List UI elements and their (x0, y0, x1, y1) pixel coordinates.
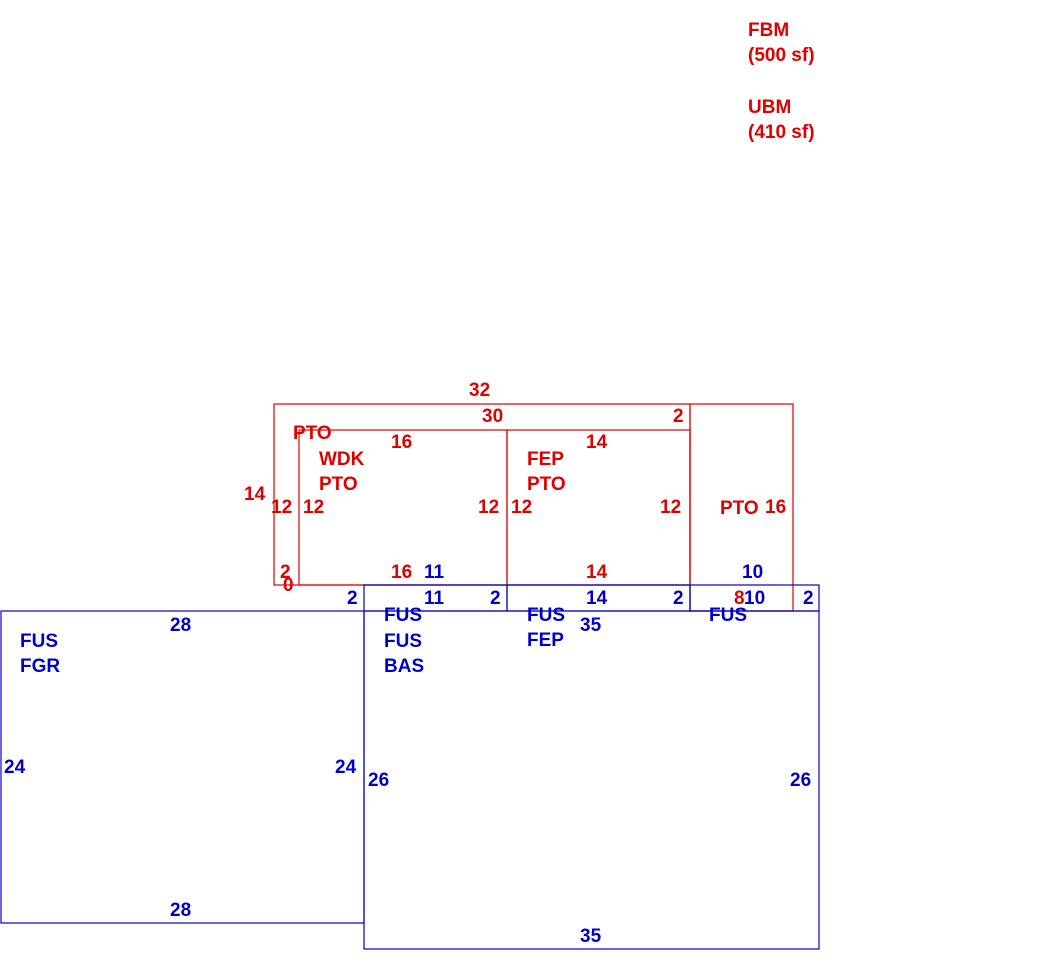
dim-strip-2-b: 2 (490, 588, 501, 609)
dim-strip-11-top: 11 (424, 562, 445, 583)
pto-wdk-label: PTO (319, 474, 358, 495)
dim-fep-left: 12 (511, 497, 532, 518)
legend-fbm-code: FBM (748, 20, 789, 41)
main-bas-label: BAS (384, 656, 424, 677)
garage-fgr-label: FGR (20, 656, 60, 677)
legend-ubm-code: UBM (748, 97, 791, 118)
dim-top-right: 2 (673, 406, 684, 427)
dim-garage-right: 24 (335, 757, 357, 778)
dim-pto-bottom: 8 (734, 588, 745, 609)
garage-fus-label: FUS (20, 631, 58, 652)
dim-small-0: 0 (283, 575, 294, 596)
fep-label: FEP (527, 449, 564, 470)
dim-strip-10-bottom: 10 (744, 588, 765, 609)
dim-strip-14: 14 (586, 588, 608, 609)
area-legend: FBM (500 sf) UBM (410 sf) (748, 20, 815, 143)
dim-fep-top: 14 (586, 432, 608, 453)
legend-ubm-area: (410 sf) (748, 122, 815, 143)
dim-top-inner: 30 (482, 406, 503, 427)
pto-fep-label: PTO (527, 474, 566, 495)
dim-strip-left-2: 2 (347, 588, 358, 609)
dim-strip-11-bottom: 11 (424, 588, 445, 609)
dim-main-bottom: 35 (580, 926, 602, 947)
dim-small-2: 2 (280, 562, 291, 583)
dim-main-right: 26 (790, 770, 811, 791)
ground-level-labels: FUS FGR FUS FUS BAS FUS FEP FUS (20, 605, 747, 677)
right-fus-label: FUS (709, 605, 747, 626)
dim-fep-right: 12 (660, 497, 681, 518)
upper-level-dimensions: 32 30 2 14 12 12 16 16 12 12 14 14 12 16… (244, 380, 786, 609)
dim-left-outer: 14 (244, 484, 266, 505)
dim-strip-10-top: 10 (742, 562, 763, 583)
ground-level-outlines (0, 584, 820, 950)
dim-garage-left: 24 (4, 757, 26, 778)
fep-fep-label: FEP (527, 630, 564, 651)
dim-left-inner-b: 12 (303, 497, 324, 518)
upper-level-labels: PTO WDK PTO FEP PTO PTO (293, 423, 759, 519)
pto-right-label: PTO (720, 498, 759, 519)
ground-level-dimensions: 28 28 24 24 35 35 26 26 2 11 11 2 14 2 1… (4, 562, 814, 947)
bump-out-right-outline (689, 584, 820, 612)
fep-fus-label: FUS (527, 605, 565, 626)
dim-strip-right-2: 2 (803, 588, 814, 609)
main-fus-label-1: FUS (384, 605, 422, 626)
pto-outer-label: PTO (293, 423, 332, 444)
dim-top-outer: 32 (469, 380, 490, 401)
legend-fbm-area: (500 sf) (748, 45, 815, 66)
main-fus-label-2: FUS (384, 631, 422, 652)
main-house-outline (363, 610, 820, 950)
dim-fep-bottom: 14 (586, 562, 608, 583)
dim-pto-right-side: 16 (765, 497, 786, 518)
dim-main-left: 26 (368, 770, 389, 791)
dim-wdk-right: 12 (478, 497, 499, 518)
wdk-label: WDK (319, 449, 365, 470)
upper-level-outlines (273, 403, 794, 612)
dim-wdk-top: 16 (391, 432, 412, 453)
dim-wdk-bottom: 16 (391, 562, 412, 583)
dim-main-top: 35 (580, 615, 602, 636)
dim-garage-top: 28 (170, 615, 191, 636)
dim-left-inner-a: 12 (271, 497, 292, 518)
dim-strip-2-c: 2 (673, 588, 684, 609)
dim-garage-bottom: 28 (170, 900, 191, 921)
